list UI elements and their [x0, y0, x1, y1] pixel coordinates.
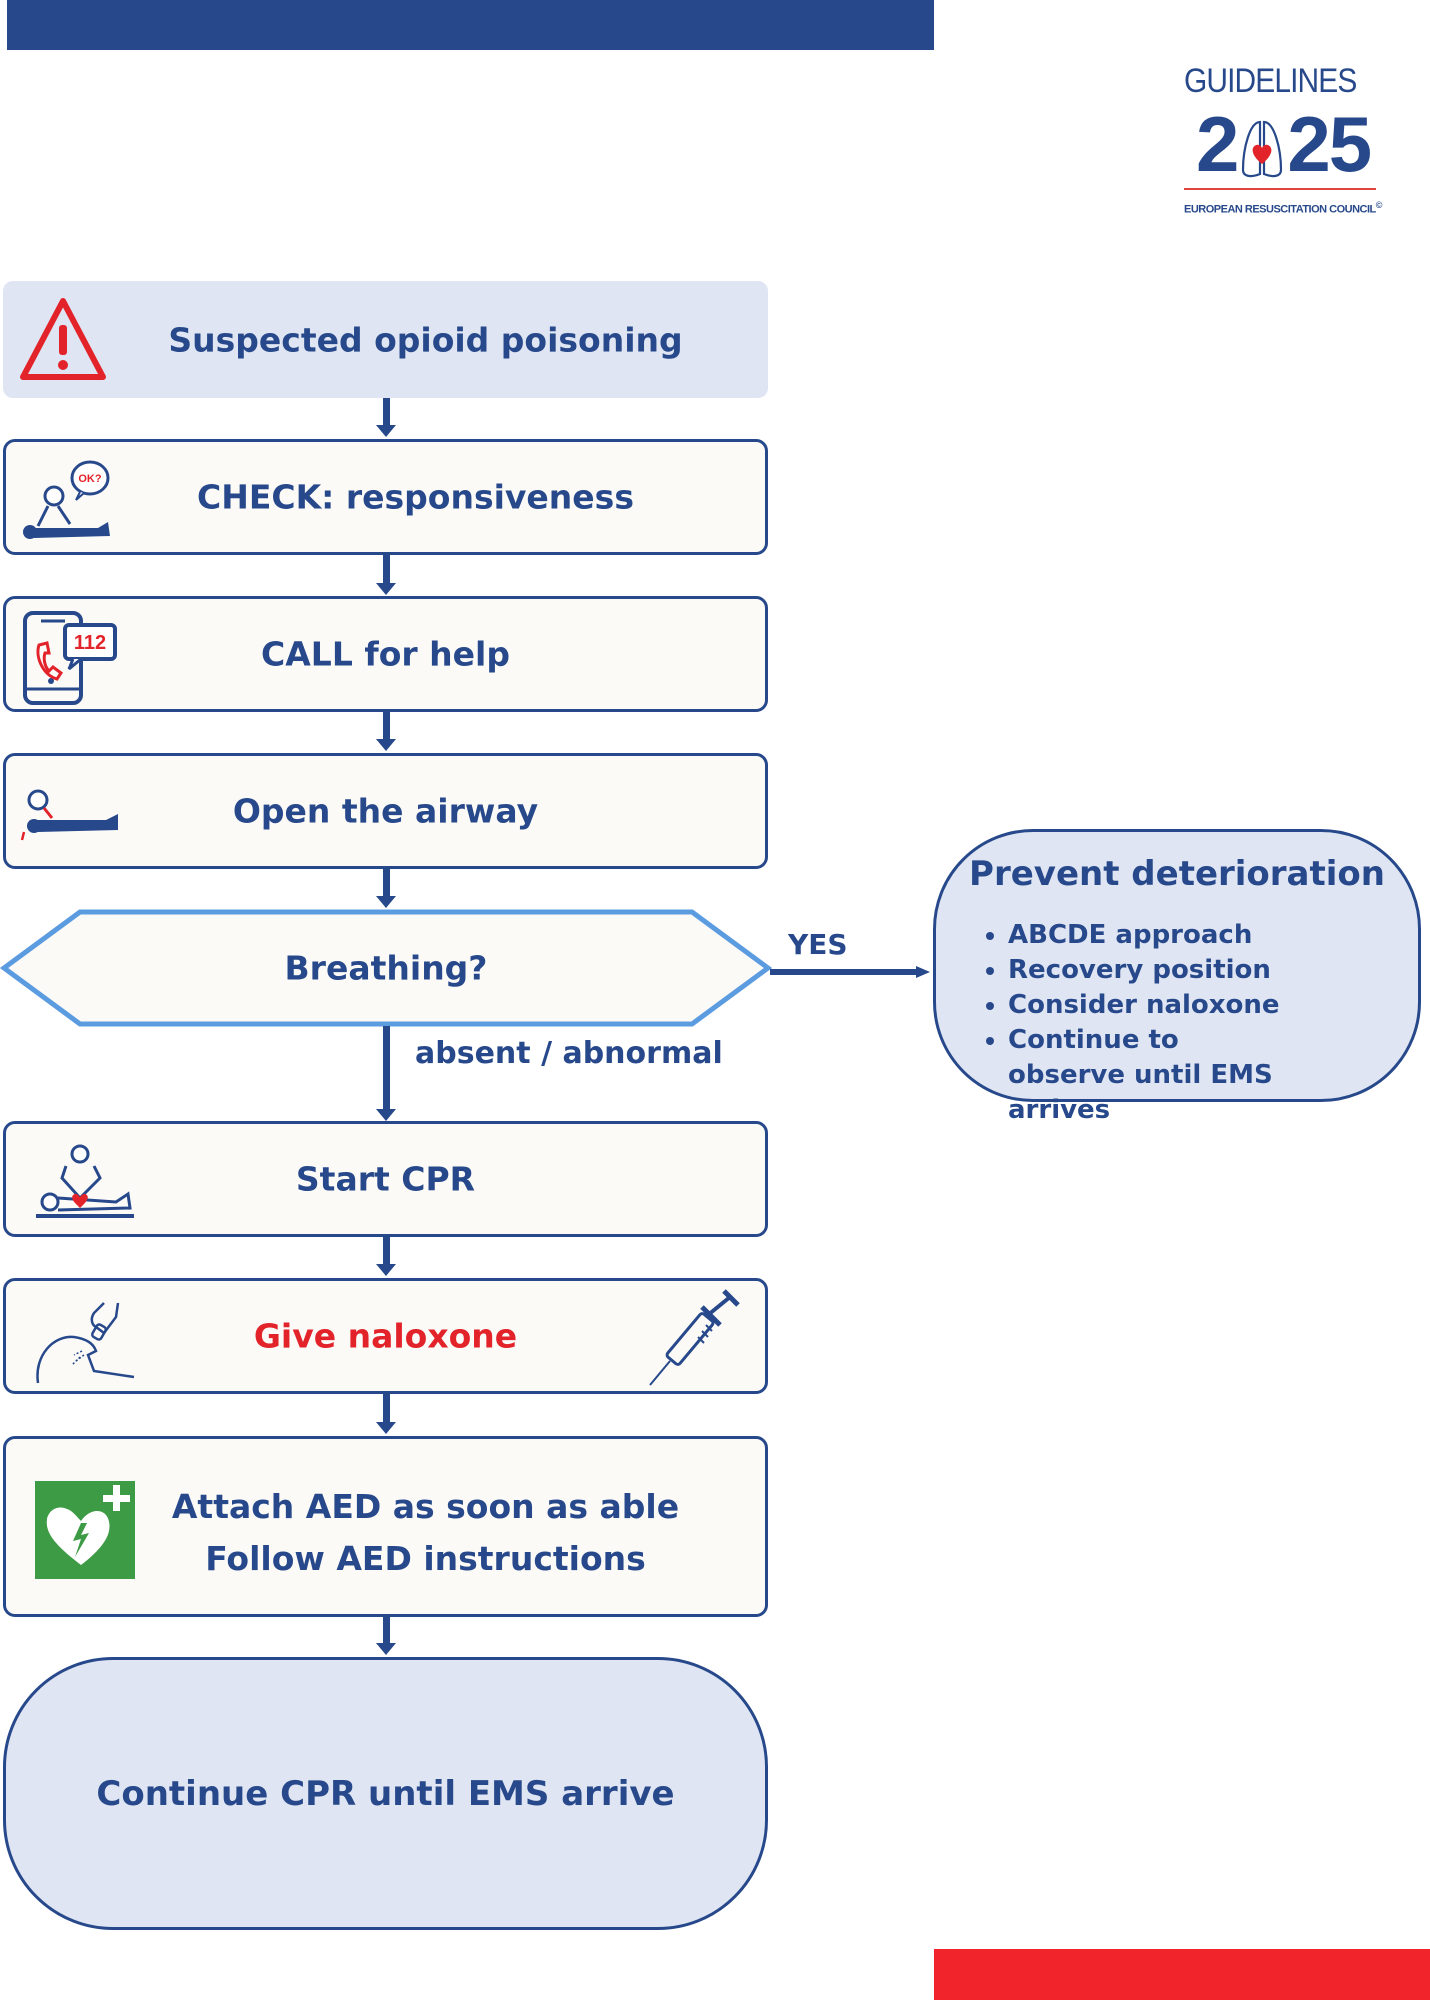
step-start-cpr: Start CPR — [3, 1121, 768, 1237]
aed-icon — [35, 1481, 135, 1579]
prevent-deterioration-box: Prevent deterioration ABCDE approach Rec… — [933, 829, 1421, 1125]
aed-line-1: Attach AED as soon as able — [171, 1487, 680, 1526]
syringe-icon — [649, 1289, 740, 1386]
prevent-title: Prevent deterioration — [969, 854, 1385, 894]
step-give-naloxone: Give naloxone — [3, 1278, 768, 1394]
step-call-for-help: 112 CALL for help — [3, 596, 768, 712]
cpr-icon — [36, 1144, 134, 1218]
step-label: CHECK: responsiveness — [197, 477, 634, 517]
step-attach-aed: Attach AED as soon as able Follow AED in… — [3, 1436, 768, 1617]
prevent-item: Recovery position — [1008, 953, 1298, 988]
no-branch-label: absent / abnormal — [415, 1036, 723, 1071]
step-label: Start CPR — [295, 1159, 476, 1199]
svg-text:112: 112 — [74, 632, 106, 654]
step-label: CALL for help — [261, 634, 510, 674]
yes-arrow — [770, 966, 930, 978]
aed-line-2: Follow AED instructions — [205, 1539, 646, 1578]
logo-year-left: 2 — [1196, 100, 1239, 188]
prevent-item: ABCDE approach — [1008, 918, 1298, 953]
decision-hexagon — [0, 909, 772, 1027]
nasal-spray-icon — [36, 1302, 135, 1384]
lungs-heart-icon — [1241, 120, 1283, 178]
step-label: Suspected opioid poisoning — [168, 320, 683, 359]
step-open-airway: Open the airway — [3, 753, 768, 869]
prevent-item: Continue to observe until EMS arrives — [1008, 1023, 1298, 1128]
logo-organisation: EUROPEAN RESUSCITATION COUNCIL© — [1184, 200, 1382, 216]
prevent-list: ABCDE approach Recovery position Conside… — [974, 918, 1298, 1128]
svg-text:OK?: OK? — [78, 473, 102, 485]
logo-divider — [1184, 188, 1376, 190]
logo-year-right: 25 — [1287, 100, 1372, 188]
step-suspected-opioid-poisoning: Suspected opioid poisoning — [3, 281, 768, 398]
step-label: Open the airway — [232, 791, 539, 831]
step-label: Give naloxone — [253, 1316, 518, 1356]
logo-guidelines-text: GUIDELINES — [1184, 62, 1357, 100]
bottom-color-bar — [934, 1949, 1430, 2000]
top-color-bar — [7, 0, 934, 50]
step-continue-cpr: Continue CPR until EMS arrive — [3, 1657, 768, 1930]
warning-triangle-icon — [20, 298, 106, 380]
step-label: Continue CPR until EMS arrive — [96, 1773, 675, 1814]
step-check-responsiveness: OK? CHECK: responsiveness — [3, 439, 768, 555]
aed-text: Attach AED as soon as able Follow AED in… — [126, 1481, 725, 1585]
open-airway-icon — [20, 789, 118, 841]
check-responsiveness-icon: OK? — [23, 460, 110, 539]
prevent-item: Consider naloxone — [1008, 988, 1298, 1023]
decision-breathing: Breathing? — [0, 908, 772, 1028]
yes-branch-label: YES — [788, 928, 848, 961]
phone-112-icon: 112 — [23, 611, 117, 705]
decision-label: Breathing? — [284, 948, 488, 988]
